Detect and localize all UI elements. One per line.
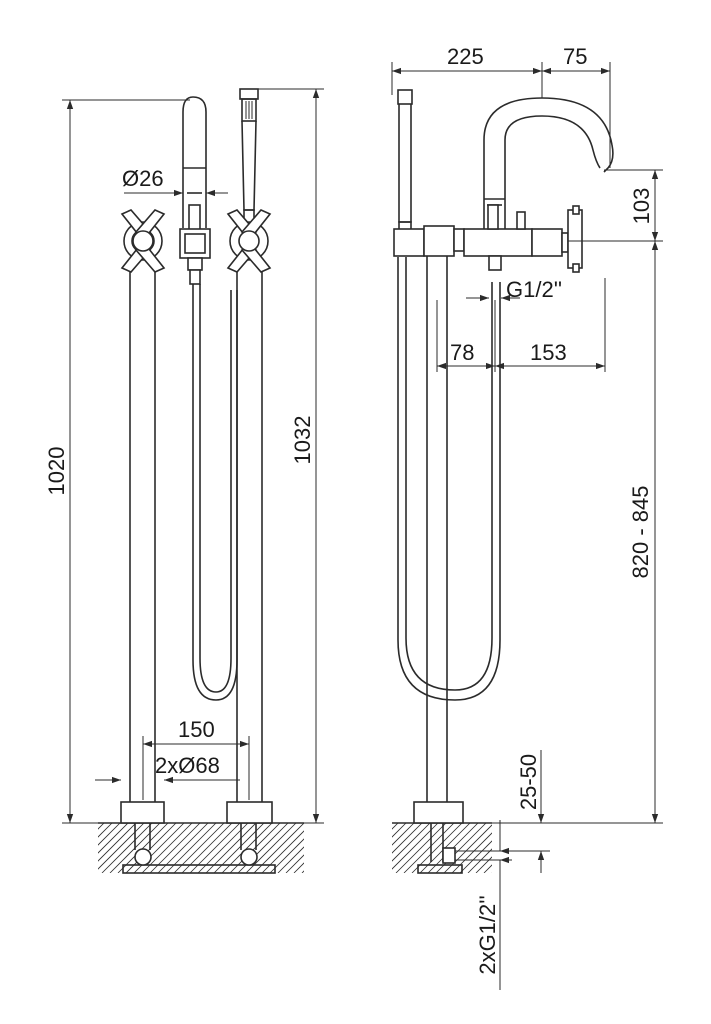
dim-diameter-26: Ø26 — [122, 166, 228, 197]
dim-25-50: 25-50 — [492, 750, 550, 873]
dim-25-50-label: 25-50 — [516, 754, 541, 810]
hatch-line — [340, 823, 390, 873]
dim-225-75: 225 75 — [391, 44, 611, 168]
dim-2x-g-half-supply: 2xG1/2'' — [475, 820, 501, 990]
hatch-line — [301, 870, 304, 873]
dim-1020: 1020 — [44, 99, 190, 824]
hatch-line — [392, 823, 439, 870]
dim-2x-diameter-68: 2xØ68 — [95, 753, 240, 784]
hatch-line — [392, 823, 399, 830]
dim-103: 103 — [568, 169, 663, 242]
hatch-line — [38, 823, 88, 873]
dim-75-label: 75 — [563, 44, 587, 69]
dim-78-label: 78 — [450, 340, 474, 365]
dim-225-label: 225 — [447, 44, 484, 69]
dim-1032: 1032 — [258, 88, 324, 824]
side-spout — [483, 97, 614, 230]
hatch-line — [269, 838, 304, 873]
hatch-line — [98, 823, 137, 862]
hatch-line — [285, 854, 304, 873]
side-view: 225 75 103 G1/2'' 78 153 — [332, 44, 663, 990]
hatch-line — [500, 823, 550, 873]
dim-78-153: 78 153 — [436, 278, 606, 372]
dim-g-half-outlet-label: G1/2'' — [506, 277, 562, 302]
dim-150: 150 — [142, 717, 250, 800]
dim-820-845: 820 - 845 — [463, 240, 663, 824]
hatch-line — [98, 823, 105, 830]
front-spout — [182, 96, 207, 231]
hatch-line — [46, 823, 96, 873]
hatch-line — [395, 823, 447, 873]
hatch-line — [277, 846, 304, 873]
dim-1020-label: 1020 — [44, 447, 69, 496]
dim-diameter-26-label: Ø26 — [122, 166, 164, 191]
dim-820-845-label: 820 - 845 — [628, 486, 653, 579]
side-floor-hatch — [332, 822, 550, 874]
dim-1032-label: 1032 — [290, 416, 315, 465]
side-hand-shower — [397, 89, 501, 701]
side-mixer-body — [393, 205, 583, 273]
front-right-cross-handle — [226, 209, 272, 273]
hatch-line — [392, 823, 431, 862]
hatch-line — [98, 823, 129, 854]
hatch-line — [101, 823, 153, 873]
front-hand-shower — [239, 88, 259, 225]
hatch-line — [310, 823, 360, 873]
dim-2x-diameter-68-label: 2xØ68 — [155, 753, 220, 778]
hatch-line — [483, 864, 492, 873]
side-standpipe — [413, 255, 512, 864]
hatch-line — [293, 862, 304, 873]
hatch-line — [392, 823, 407, 838]
hatch-line — [467, 848, 492, 873]
hatch-line — [98, 823, 113, 838]
hatch-line — [98, 823, 121, 846]
hatch-line — [459, 840, 492, 873]
front-mixer-body — [179, 228, 238, 701]
front-left-standpipe — [120, 260, 165, 866]
dim-g-half-outlet: G1/2'' — [466, 277, 562, 302]
dim-153-label: 153 — [530, 340, 567, 365]
hatch-line — [392, 823, 423, 854]
dim-2x-g-half-supply-label: 2xG1/2'' — [475, 895, 500, 974]
hatch-line — [403, 823, 455, 873]
dim-103-label: 103 — [629, 188, 654, 225]
front-view: 1020 1032 Ø26 150 2xØ68 — [38, 88, 360, 874]
front-floor-hatch — [38, 822, 360, 874]
hatch-line — [392, 823, 415, 846]
hatch-line — [475, 856, 492, 873]
front-right-standpipe — [226, 260, 273, 866]
hatch-line — [332, 823, 382, 873]
front-left-cross-handle — [120, 209, 166, 273]
dim-150-label: 150 — [178, 717, 215, 742]
